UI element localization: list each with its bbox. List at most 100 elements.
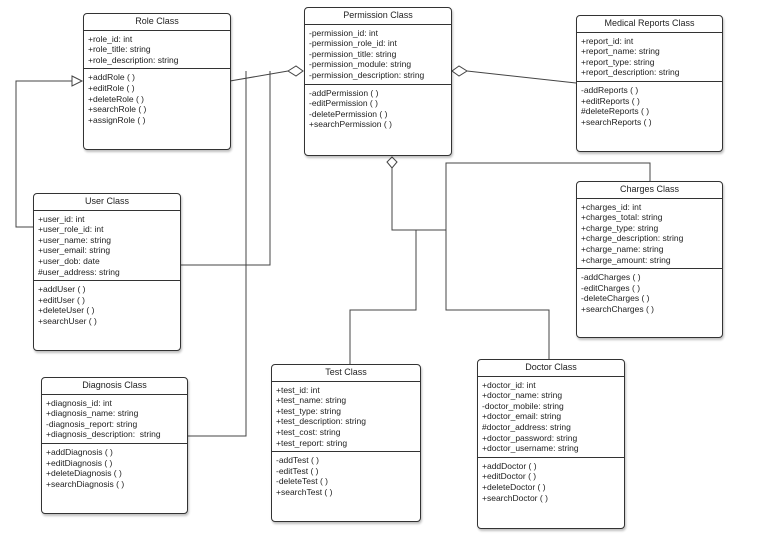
attributes-section: +doctor_id: int +doctor_name: string -do… (478, 377, 624, 457)
method: +deleteRole ( ) (88, 93, 144, 104)
role-class-box[interactable]: Role Class +role_id: int +role_title: st… (83, 13, 231, 150)
user-class-box[interactable]: User Class +user_id: int +user_role_id: … (33, 193, 181, 351)
permission-to-charges-line (445, 162, 651, 230)
attribute: -doctor_mobile: string (482, 400, 564, 411)
method: +addDiagnosis ( ) (46, 446, 113, 457)
user-to-role-generalization-line (15, 80, 72, 228)
method: +searchRole ( ) (88, 104, 147, 115)
user-to-permission-line (181, 71, 271, 266)
generalization-arrowhead (71, 75, 84, 87)
methods-section: -addCharges ( ) -editCharges ( ) -delete… (577, 268, 722, 317)
class-title: User Class (34, 194, 180, 211)
attribute: +report_type: string (581, 56, 655, 67)
attribute: -permission_id: int (309, 27, 378, 38)
method: -addCharges ( ) (581, 272, 641, 283)
method: -editTest ( ) (276, 465, 319, 476)
attribute: +charge_amount: string (581, 254, 671, 265)
attribute: +role_title: string (88, 44, 151, 55)
medical-reports-class-box[interactable]: Medical Reports Class +report_id: int +r… (576, 15, 723, 152)
attribute: +charge_type: string (581, 222, 659, 233)
method: +searchCharges ( ) (581, 303, 654, 314)
attribute: +role_description: string (88, 54, 179, 65)
attribute: +test_cost: string (276, 426, 341, 437)
methods-section: -addPermission ( ) -editPermission ( ) -… (305, 83, 451, 133)
method: +deleteDiagnosis ( ) (46, 468, 122, 479)
attribute: +role_id: int (88, 33, 133, 44)
attributes-section: +report_id: int +report_name: string +re… (577, 33, 722, 81)
method: -editCharges ( ) (581, 282, 641, 293)
method: +addUser ( ) (38, 284, 86, 295)
charges-class-box[interactable]: Charges Class +charges_id: int +charges_… (576, 181, 723, 338)
attribute: -permission_description: string (309, 69, 425, 80)
method: +editUser ( ) (38, 294, 85, 305)
attribute: -diagnosis_report: string (46, 418, 138, 429)
doctor-class-box[interactable]: Doctor Class +doctor_id: int +doctor_nam… (477, 359, 625, 529)
attribute: +report_name: string (581, 46, 660, 57)
permission-to-test-line (349, 168, 417, 365)
method: -addPermission ( ) (309, 87, 379, 98)
method: +addRole ( ) (88, 72, 136, 83)
attribute: +test_name: string (276, 395, 347, 406)
attribute: +test_description: string (276, 416, 367, 427)
diagnosis-class-box[interactable]: Diagnosis Class +diagnosis_id: int +diag… (41, 377, 188, 514)
attribute: +doctor_username: string (482, 443, 579, 454)
method: +searchPermission ( ) (309, 119, 392, 130)
method: +editRole ( ) (88, 82, 135, 93)
class-title: Test Class (272, 365, 420, 382)
test-class-box[interactable]: Test Class +test_id: int +test_name: str… (271, 364, 421, 522)
permission-to-doctor-line (416, 229, 550, 360)
method: +deleteDoctor ( ) (482, 481, 546, 492)
method: +assignRole ( ) (88, 114, 146, 125)
method: +searchDiagnosis ( ) (46, 478, 125, 489)
attribute: #doctor_address: string (482, 421, 571, 432)
methods-section: -addTest ( ) -editTest ( ) -deleteTest (… (272, 451, 420, 500)
aggregation-diamond-right (451, 65, 468, 77)
attribute: #user_address: string (38, 266, 120, 277)
methods-section: -addReports ( ) +editReports ( ) #delete… (577, 80, 722, 130)
method: +deleteUser ( ) (38, 305, 95, 316)
attribute: +test_type: string (276, 405, 341, 416)
attributes-section: -permission_id: int -permission_role_id:… (305, 25, 451, 84)
attribute: +report_id: int (581, 35, 634, 46)
attribute: +doctor_email: string (482, 411, 562, 422)
method: +addDoctor ( ) (482, 460, 537, 471)
method: -addTest ( ) (276, 455, 319, 466)
methods-section: +addDiagnosis ( ) +editDiagnosis ( ) +de… (42, 442, 187, 492)
class-title: Charges Class (577, 182, 722, 199)
attribute: +doctor_name: string (482, 390, 563, 401)
medical-to-permission-line (466, 70, 577, 84)
method: +editDoctor ( ) (482, 471, 537, 482)
method: +searchUser ( ) (38, 315, 97, 326)
attribute: +report_description: string (581, 67, 680, 78)
attribute: -permission_title: string (309, 48, 397, 59)
attribute: +user_name: string (38, 234, 111, 245)
role-to-permission-line (229, 70, 289, 82)
attribute: +charges_id: int (581, 201, 642, 212)
diagnosis-to-permission-line (188, 71, 247, 437)
method: #deleteReports ( ) (581, 106, 650, 117)
method: -deleteTest ( ) (276, 476, 328, 487)
attribute: +diagnosis_description: string (46, 429, 161, 440)
attribute: +test_report: string (276, 437, 348, 448)
aggregation-diamond-left (287, 65, 304, 77)
method: +searchTest ( ) (276, 486, 333, 497)
attribute: +user_role_id: int (38, 224, 104, 235)
class-title: Permission Class (305, 8, 451, 25)
attributes-section: +diagnosis_id: int +diagnosis_name: stri… (42, 395, 187, 443)
method: -deleteCharges ( ) (581, 293, 650, 304)
attribute: +test_id: int (276, 384, 320, 395)
attribute: +diagnosis_id: int (46, 397, 112, 408)
attribute: -permission_module: string (309, 59, 412, 70)
method: -deletePermission ( ) (309, 108, 388, 119)
attributes-section: +test_id: int +test_name: string +test_t… (272, 382, 420, 452)
method: +editDiagnosis ( ) (46, 457, 113, 468)
method: +searchDoctor ( ) (482, 492, 548, 503)
class-title: Diagnosis Class (42, 378, 187, 395)
attributes-section: +charges_id: int +charges_total: string … (577, 199, 722, 269)
attributes-section: +user_id: int +user_role_id: int +user_n… (34, 211, 180, 281)
class-title: Medical Reports Class (577, 16, 722, 33)
method: -editPermission ( ) (309, 98, 378, 109)
aggregation-diamond-bottom (386, 156, 398, 169)
permission-class-box[interactable]: Permission Class -permission_id: int -pe… (304, 7, 452, 156)
